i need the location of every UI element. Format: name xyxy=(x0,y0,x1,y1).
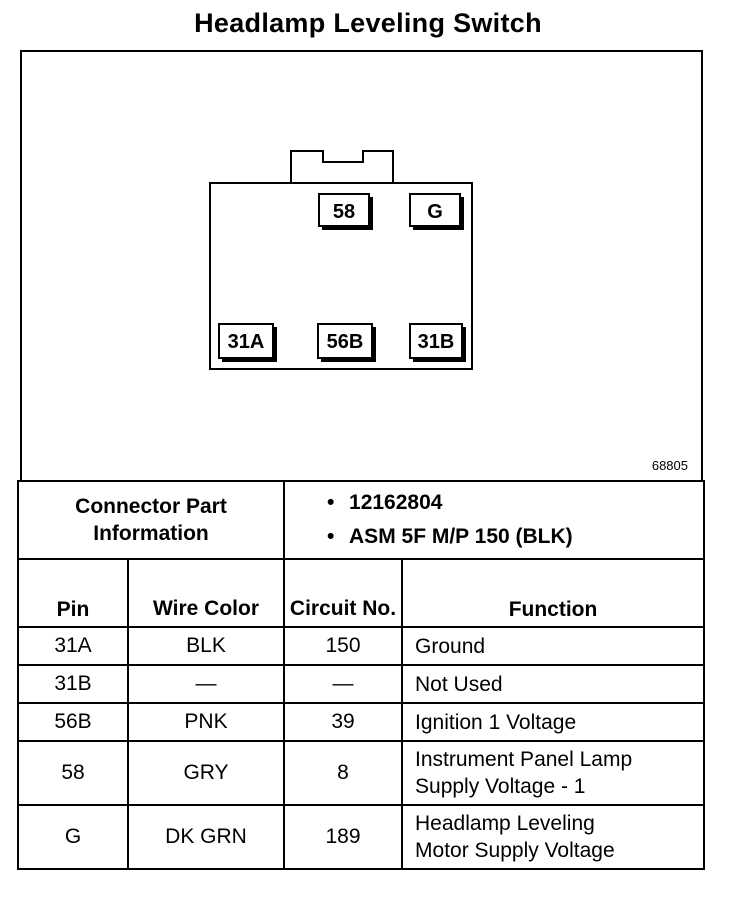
cell-function: Instrument Panel Lamp Supply Voltage - 1 xyxy=(401,740,706,806)
cell-function: Not Used xyxy=(401,664,706,704)
cell-wire-color: — xyxy=(126,664,286,704)
pinout-table: Connector Part Information •12162804 •AS… xyxy=(16,480,706,870)
table-row: G DK GRN 189 Headlamp Leveling Motor Sup… xyxy=(17,804,706,870)
figure-reference-number: 68805 xyxy=(651,458,688,473)
pin-56B: 56B xyxy=(317,323,376,362)
cell-function: Ground xyxy=(401,626,706,666)
table-row: 56B PNK 39 Ignition 1 Voltage xyxy=(17,702,706,742)
pin-G: G xyxy=(409,193,464,230)
diagram-title: Headlamp Leveling Switch xyxy=(194,8,542,38)
part-number-item: •12162804 xyxy=(327,491,443,514)
cell-pin: 31A xyxy=(17,626,129,666)
cell-function: Ignition 1 Voltage xyxy=(401,702,706,742)
cell-circuit: 8 xyxy=(283,740,404,806)
cell-wire-color: DK GRN xyxy=(126,804,286,870)
cell-pin: 56B xyxy=(17,702,129,742)
connector-latch-notch xyxy=(322,150,364,163)
table-header-row: Pin Wire Color Circuit No. Function xyxy=(17,558,706,628)
pin-58: 58 xyxy=(318,193,373,230)
cell-pin: G xyxy=(17,804,129,870)
part-description-item: •ASM 5F M/P 150 (BLK) xyxy=(327,525,573,548)
connector-info-label: Connector Part Information xyxy=(16,480,286,560)
cell-circuit: — xyxy=(283,664,404,704)
header-pin: Pin xyxy=(17,558,129,628)
cell-function: Headlamp Leveling Motor Supply Voltage xyxy=(401,804,706,870)
table-row: 58 GRY 8 Instrument Panel Lamp Supply Vo… xyxy=(17,740,706,806)
header-function: Function xyxy=(401,558,706,628)
connector-diagram-frame xyxy=(20,50,703,482)
table-row: 31A BLK 150 Ground xyxy=(17,626,706,666)
connector-info-row: Connector Part Information •12162804 •AS… xyxy=(16,480,706,560)
connector-part-list: •12162804 •ASM 5F M/P 150 (BLK) xyxy=(283,480,706,560)
cell-circuit: 39 xyxy=(283,702,404,742)
cell-circuit: 150 xyxy=(283,626,404,666)
pin-31A: 31A xyxy=(218,323,277,362)
table-row: 31B — — Not Used xyxy=(17,664,706,704)
pin-31B: 31B xyxy=(409,323,466,362)
cell-wire-color: BLK xyxy=(126,626,286,666)
cell-wire-color: GRY xyxy=(126,740,286,806)
header-circuit-no: Circuit No. xyxy=(283,558,404,628)
cell-circuit: 189 xyxy=(283,804,404,870)
header-wire-color: Wire Color xyxy=(126,558,286,628)
cell-pin: 58 xyxy=(17,740,129,806)
cell-pin: 31B xyxy=(17,664,129,704)
cell-wire-color: PNK xyxy=(126,702,286,742)
